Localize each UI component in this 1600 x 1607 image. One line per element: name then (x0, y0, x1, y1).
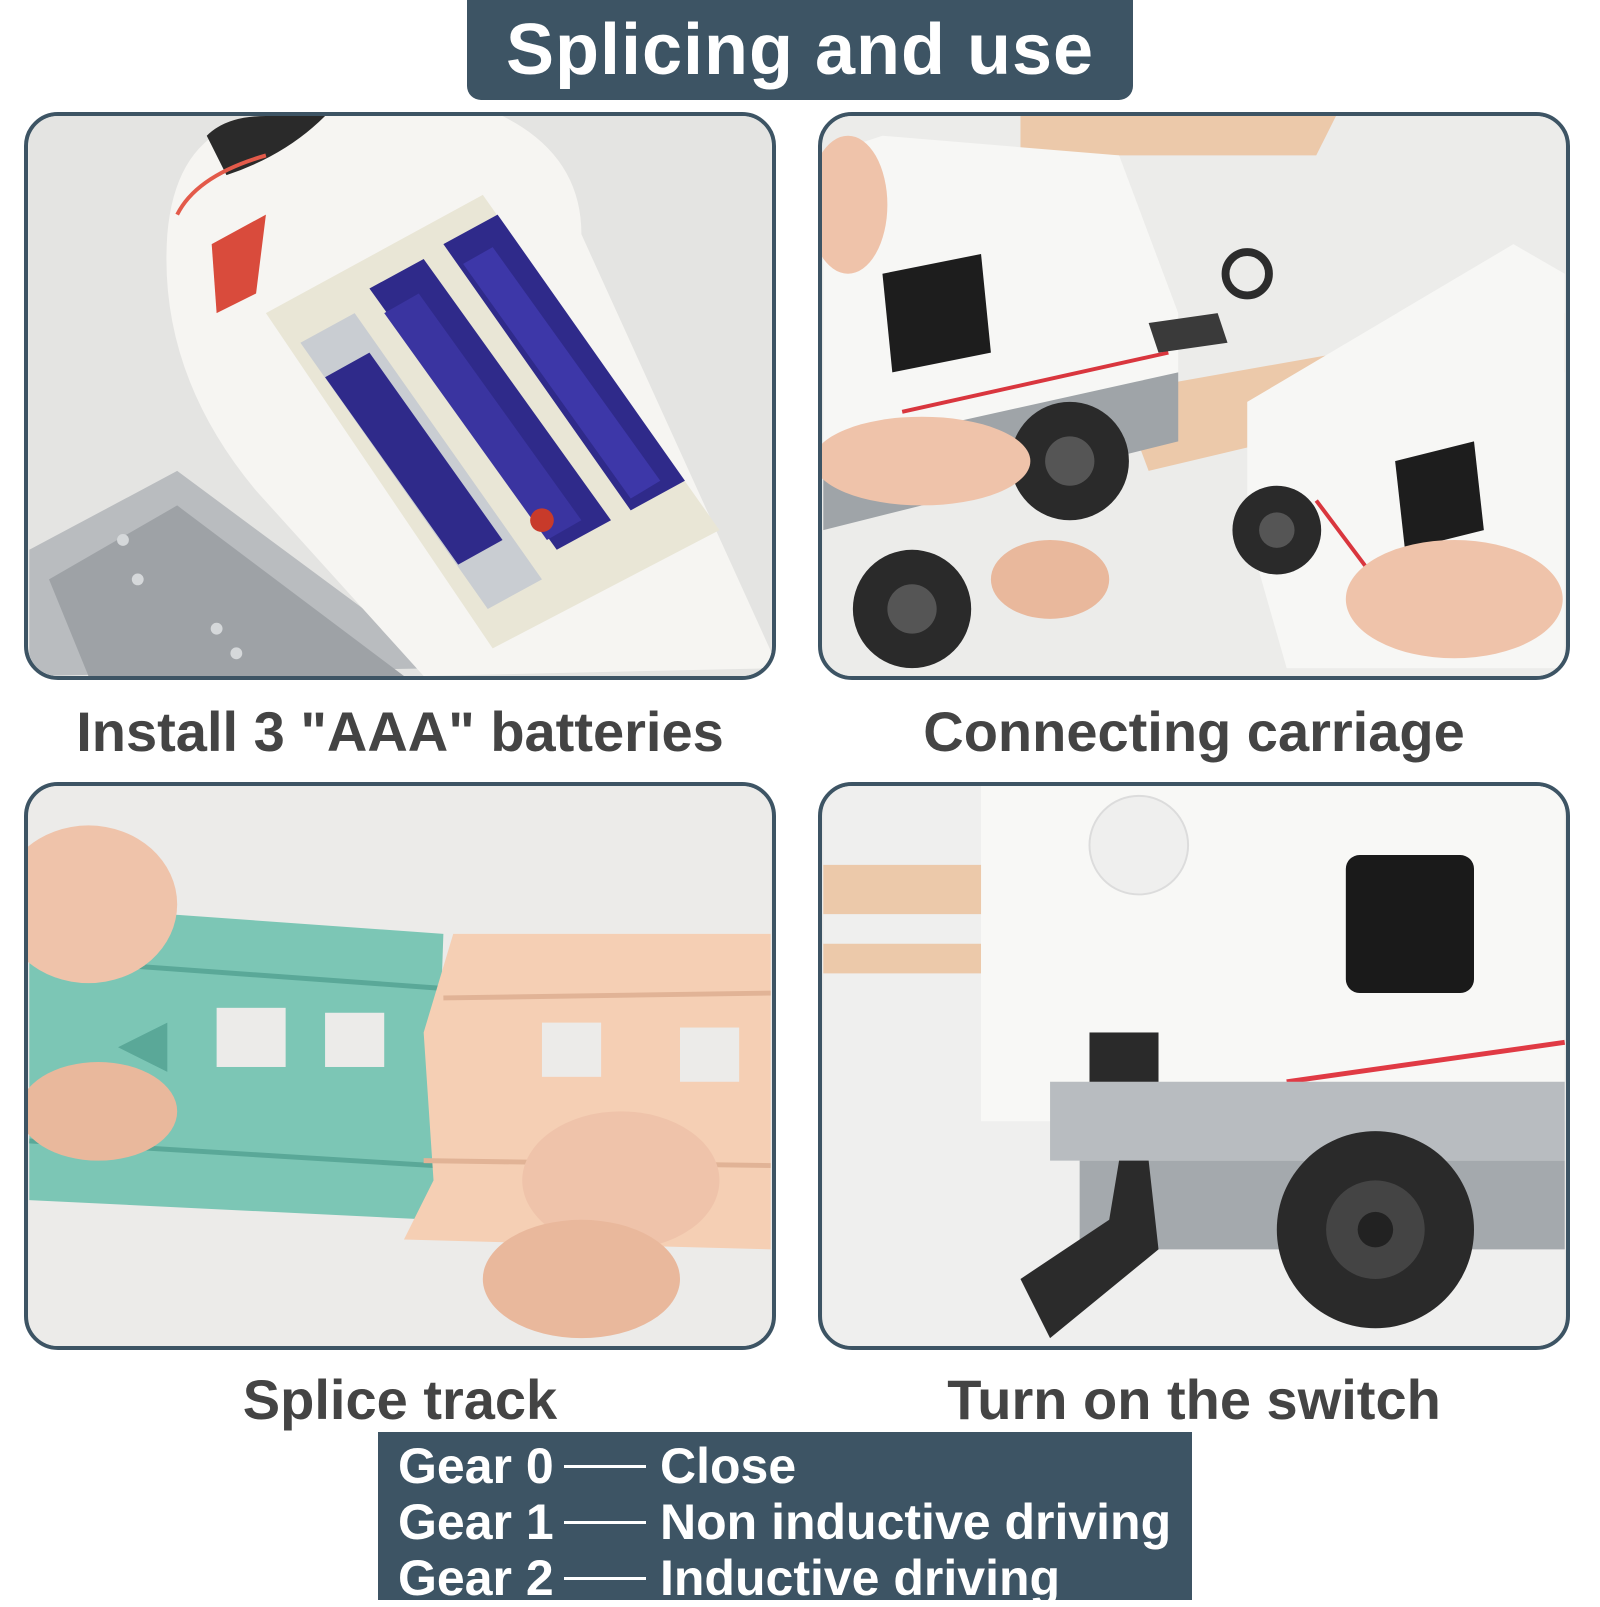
switch-closeup-illustration (823, 786, 1566, 1346)
track-splicing-illustration (28, 786, 771, 1346)
battery-icon (300, 313, 542, 609)
gear-description: Close (660, 1438, 797, 1494)
page-title: Splicing and use (505, 10, 1095, 90)
dash-divider (564, 1576, 646, 1580)
arrow-icon (118, 1022, 168, 1072)
gear-label: Gear 0 (398, 1438, 554, 1494)
gear-row: Gear 0 Close (398, 1438, 1192, 1494)
battery-icon (443, 214, 685, 511)
turn-on-switch-image (818, 782, 1570, 1350)
dash-divider (564, 1464, 646, 1468)
battery-compartment-illustration (29, 116, 772, 676)
battery-icon (369, 258, 611, 550)
gear-description: Non inductive driving (660, 1494, 1172, 1550)
gear-description: Inductive driving (660, 1550, 1061, 1606)
qc-pass-sticker (1088, 794, 1190, 896)
dash-divider (564, 1520, 646, 1524)
title-banner: Splicing and use (467, 0, 1133, 100)
step-caption-track: Splice track (242, 1368, 558, 1431)
carriage-coupling-illustration (822, 116, 1565, 676)
step-caption-carriage: Connecting carriage (923, 700, 1465, 763)
gear-switch (1089, 1032, 1159, 1082)
gear-row: Gear 2 Inductive driving (398, 1550, 1192, 1606)
step-caption-switch: Turn on the switch (947, 1368, 1441, 1431)
gear-label: Gear 1 (398, 1494, 554, 1550)
step-caption-batteries: Install 3 "AAA" batteries (76, 700, 724, 763)
gear-label: Gear 2 (398, 1550, 554, 1606)
connect-carriage-image (818, 112, 1570, 680)
gear-row: Gear 1 Non inductive driving (398, 1494, 1192, 1550)
gear-legend: Gear 0 Close Gear 1 Non inductive drivin… (378, 1432, 1192, 1606)
splice-track-image (24, 782, 776, 1350)
battery-install-image (24, 112, 776, 680)
